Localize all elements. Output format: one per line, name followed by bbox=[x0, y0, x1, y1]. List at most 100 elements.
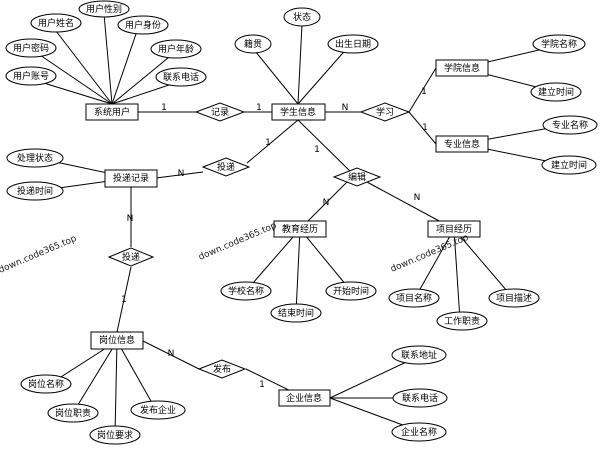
attr-publishing-company bbox=[130, 400, 186, 420]
attr-user-name bbox=[30, 13, 82, 33]
entity-student-info-label: 学生信息 bbox=[280, 106, 316, 118]
rel-study-label: 学习 bbox=[376, 106, 394, 118]
attr-job-name bbox=[20, 374, 72, 394]
attr-college-created bbox=[530, 82, 582, 102]
attr-user-contact-phone-label: 联系电话 bbox=[163, 71, 199, 83]
attr-user-age-label: 用户年龄 bbox=[158, 43, 194, 55]
card-student-study: N bbox=[342, 103, 349, 113]
entity-education-label: 教育经历 bbox=[282, 223, 318, 235]
attr-job-name-label: 岗位名称 bbox=[28, 378, 64, 390]
attr-user-identity bbox=[117, 15, 169, 35]
card-student-edit: 1 bbox=[314, 145, 320, 155]
entity-student-info bbox=[271, 103, 326, 121]
attr-contact-address bbox=[391, 345, 447, 365]
attr-user-identity-label: 用户身份 bbox=[125, 19, 161, 31]
card-edit-project: N bbox=[414, 193, 421, 203]
entity-delivery-record bbox=[104, 169, 158, 188]
attr-project-desc-label: 项目描述 bbox=[496, 292, 532, 304]
entity-project bbox=[427, 220, 481, 238]
attr-job-req-label: 岗位要求 bbox=[97, 429, 133, 441]
attr-end-time bbox=[270, 303, 322, 323]
attr-company-name-label: 企业名称 bbox=[401, 426, 437, 438]
attr-user-gender-label: 用户性别 bbox=[86, 3, 122, 15]
attr-project-desc bbox=[488, 288, 540, 308]
attr-status bbox=[283, 7, 321, 27]
rel-record-label: 记录 bbox=[211, 107, 229, 118]
entity-major-info bbox=[435, 135, 489, 153]
attr-native-place bbox=[234, 34, 272, 54]
attr-start-time-label: 开始时间 bbox=[333, 285, 369, 297]
card-delivery-mid: N bbox=[127, 214, 134, 224]
attr-contact-address-label: 联系地址 bbox=[401, 349, 437, 361]
watermark-middle: down.code365.top bbox=[197, 221, 278, 263]
attr-project-name-label: 项目名称 bbox=[396, 292, 432, 304]
rel-edit bbox=[332, 167, 382, 187]
attr-major-name-label: 专业名称 bbox=[552, 119, 588, 131]
attr-user-account bbox=[5, 66, 57, 86]
attr-user-age bbox=[150, 39, 202, 59]
attr-user-password bbox=[5, 38, 57, 58]
rel-deliver-top bbox=[201, 157, 251, 177]
entity-college-info-label: 学院信息 bbox=[444, 62, 480, 74]
attr-delivery-time bbox=[6, 181, 64, 201]
entity-system-user-label: 系统用户 bbox=[94, 106, 130, 118]
attr-delivery-time-label: 投递时间 bbox=[17, 185, 53, 197]
entity-project-label: 项目经历 bbox=[436, 223, 472, 235]
entity-company-info bbox=[278, 389, 331, 407]
attr-native-place-label: 籍贯 bbox=[244, 38, 262, 50]
relationships: 记录 学习 投递 编辑 投递 发布 bbox=[107, 102, 411, 379]
attr-college-name bbox=[532, 34, 586, 54]
card-mid-job: 1 bbox=[121, 295, 127, 305]
attr-company-contact-phone bbox=[392, 388, 448, 408]
attr-college-created-label: 建立时间 bbox=[538, 86, 574, 98]
attr-user-gender bbox=[78, 0, 130, 18]
watermark-right: down.code365.top bbox=[389, 233, 470, 275]
attr-job-resp-label: 岗位职责 bbox=[55, 407, 91, 419]
attr-major-created-label: 建立时间 bbox=[551, 159, 587, 171]
entity-job-info-label: 岗位信息 bbox=[99, 334, 135, 346]
attr-user-account-label: 用户账号 bbox=[13, 70, 49, 82]
attr-job-duty bbox=[436, 311, 488, 331]
rel-deliver-top-label: 投递 bbox=[217, 161, 235, 173]
attr-company-name bbox=[391, 422, 447, 442]
attr-job-resp bbox=[47, 403, 99, 423]
attr-major-name bbox=[542, 115, 598, 135]
attr-process-status-label: 处理状态 bbox=[17, 152, 53, 164]
attr-user-contact-phone bbox=[155, 67, 207, 87]
attr-college-name-label: 学院名称 bbox=[541, 38, 577, 50]
card-edit-education: N bbox=[323, 198, 330, 208]
attr-process-status bbox=[6, 148, 64, 168]
card-record-student: 1 bbox=[256, 103, 262, 113]
card-deliver-student: 1 bbox=[265, 138, 271, 148]
card-user-record: 1 bbox=[161, 103, 167, 113]
rel-edit-label: 编辑 bbox=[348, 171, 366, 183]
attr-user-name-label: 用户姓名 bbox=[38, 17, 74, 29]
card-publish-company: 1 bbox=[259, 380, 265, 390]
card-delivery-deliver: N bbox=[178, 169, 185, 179]
rel-publish bbox=[197, 359, 247, 379]
card-study-college: 1 bbox=[421, 87, 427, 97]
rel-study bbox=[359, 102, 411, 122]
entity-education bbox=[273, 220, 327, 238]
attr-job-req bbox=[89, 425, 141, 445]
attr-company-contact-phone-label: 联系电话 bbox=[402, 392, 438, 404]
card-study-major: 1 bbox=[422, 123, 428, 133]
entity-college-info bbox=[435, 59, 489, 77]
entities: 系统用户 学生信息 学院信息 专业信息 投递记录 教育经历 项目经历 岗位信息 … bbox=[85, 59, 489, 407]
rel-deliver-mid bbox=[107, 247, 155, 267]
attr-school-name-label: 学校名称 bbox=[228, 285, 264, 297]
attr-end-time-label: 结束时间 bbox=[278, 307, 314, 319]
rel-record bbox=[194, 102, 246, 122]
attr-major-created bbox=[541, 155, 597, 175]
watermark-left: down.code365.top bbox=[0, 234, 78, 276]
entity-system-user bbox=[85, 103, 139, 121]
entity-job-info bbox=[90, 331, 144, 350]
rel-publish-label: 发布 bbox=[213, 363, 231, 375]
entity-delivery-record-label: 投递记录 bbox=[113, 172, 149, 184]
attr-birth-date bbox=[327, 34, 379, 54]
watermarks: down.code365.top down.code365.top down.c… bbox=[0, 221, 470, 276]
attr-project-name bbox=[388, 288, 440, 308]
attr-school-name bbox=[220, 281, 272, 301]
attr-status-label: 状态 bbox=[293, 11, 311, 23]
